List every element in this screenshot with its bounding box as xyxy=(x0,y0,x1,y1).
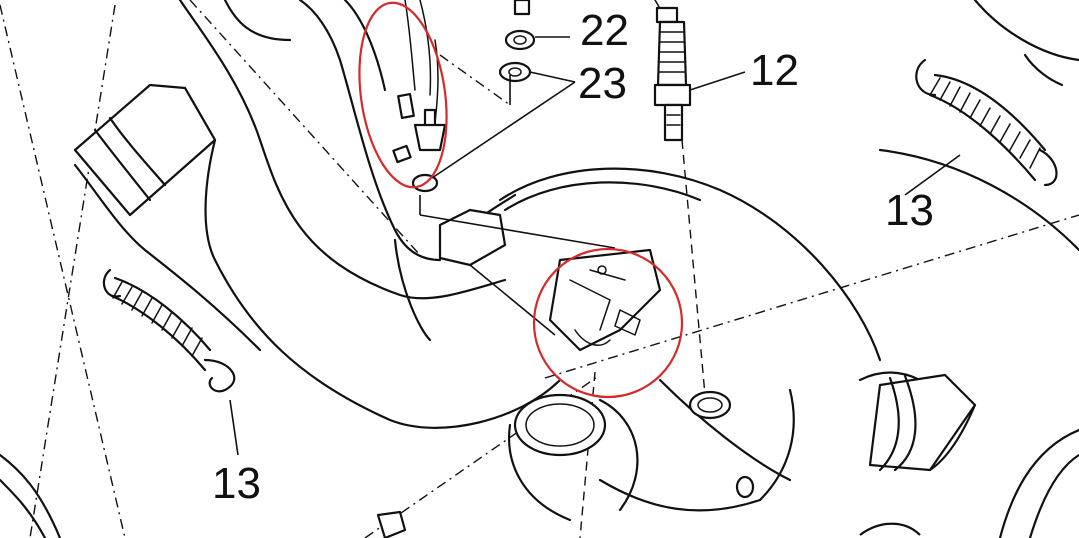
highlight-circle-connector xyxy=(358,1,448,189)
highlight-markers xyxy=(358,1,684,399)
sensor-wire-connector xyxy=(392,0,447,193)
bracket-assembly xyxy=(419,195,662,352)
small-parts-bottom xyxy=(0,453,921,538)
callout-labels: 22 23 12 13 13 xyxy=(212,6,934,508)
outlet-pipe xyxy=(868,0,1079,538)
callout-12: 12 xyxy=(750,46,799,95)
callout-leaders xyxy=(229,36,961,456)
callout-13-right: 13 xyxy=(885,186,934,235)
callout-22: 22 xyxy=(580,6,629,55)
callout-23: 23 xyxy=(578,59,627,108)
callout-13-left: 13 xyxy=(212,459,261,508)
highlight-circle-bracket xyxy=(532,247,684,399)
spring-right xyxy=(915,58,1058,187)
exhaust-header-pipe xyxy=(73,0,562,429)
oxygen-sensor xyxy=(653,0,692,142)
nuts-washers xyxy=(498,0,536,83)
spring-left xyxy=(102,268,236,393)
